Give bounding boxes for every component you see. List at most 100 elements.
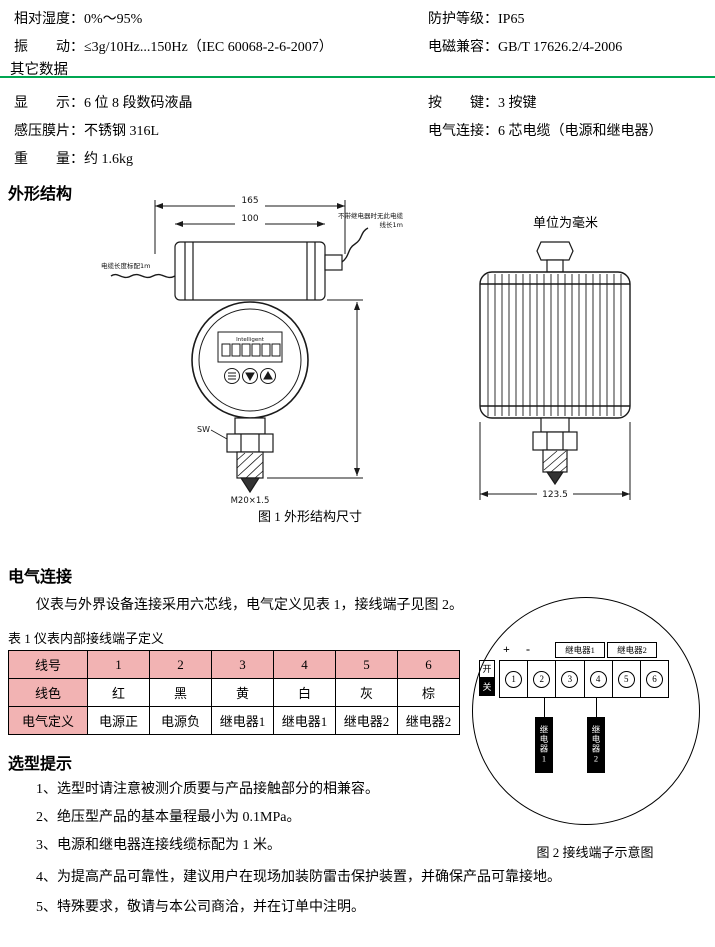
cell: 继电器2: [335, 706, 398, 735]
cell: 4: [273, 650, 336, 679]
spec-emc: 电磁兼容：GB/T 17626.2/4-2006: [428, 40, 623, 55]
front-housing: [174, 241, 343, 301]
spec-humidity: 相对湿度：0%～95%: [14, 12, 143, 27]
cell: 棕: [397, 678, 460, 707]
terminal-screw-6: 6: [645, 670, 663, 688]
cell: 电源正: [87, 706, 150, 735]
dim-sw-label: SW: [197, 425, 210, 434]
right-cable-note: 不带继电器时无此电缆: [338, 211, 404, 220]
cell: 6: [397, 650, 460, 679]
terminal-screw-3: 3: [561, 670, 579, 688]
front-display-head: [191, 301, 309, 419]
figure2-caption: 图 2 接线端子示意图: [536, 845, 654, 860]
cell: 灰: [335, 678, 398, 707]
terminal-screw-1: 1: [505, 670, 523, 688]
spec-weight: 重 量：约 1.6kg: [14, 152, 133, 167]
row-label: 线色: [8, 678, 88, 707]
cell: 1: [87, 650, 150, 679]
cell: 黄: [211, 678, 274, 707]
figure2-terminal-diagram: + - 继电器1 继电器2 开 关 1 2 3 4 5 6 继电器1 继电器2: [472, 597, 700, 825]
selection-item-5: 5、特殊要求，敬请与本公司商洽，并在订单中注明。: [36, 900, 365, 915]
power-switch: 开 关: [479, 660, 495, 696]
terminal-screw-2: 2: [533, 670, 551, 688]
relay2-wire: [596, 697, 597, 717]
side-body: [479, 271, 631, 419]
front-button-icons: [228, 370, 273, 382]
selection-item-3: 3、电源和继电器连接线缆标配为 1 米。: [36, 838, 281, 853]
side-top-gland: [536, 241, 574, 273]
relay2-header-box: 继电器2: [607, 642, 657, 658]
electrical-heading: 电气连接: [8, 569, 73, 586]
terminal-cell: 3: [556, 661, 585, 697]
spec-display: 显 示：6 位 8 段数码液晶: [14, 96, 193, 111]
front-process-connection: [226, 417, 274, 494]
terminal-strip: 1 2 3 4 5 6: [499, 660, 669, 698]
outline-heading: 外形结构: [8, 186, 73, 203]
relay2-block: 继电器2: [587, 717, 605, 773]
dim-width-total: 165: [241, 196, 258, 206]
terminal-minus-label: -: [526, 642, 530, 656]
relay1-header-box: 继电器1: [555, 642, 605, 658]
unit-note: 单位为毫米: [533, 215, 599, 230]
table1-caption: 表 1 仪表内部接线端子定义: [8, 631, 165, 646]
spec-vibration: 振 动：≤3g/10Hz...150Hz（IEC 60068-2-6-2007）: [14, 40, 333, 55]
front-view-drawing: 165 100 不带继电器时无此电缆 线长1m 电缆长度标配1m Intelli…: [101, 196, 404, 506]
relay1-block: 继电器1: [535, 717, 553, 773]
terminal-plus-label: +: [503, 642, 510, 656]
section-other-data-title: 其它数据: [10, 62, 68, 78]
terminal-cell: 2: [528, 661, 557, 697]
relay1-wire: [544, 697, 545, 717]
table-row-wire-color: 线色 红 黑 黄 白 灰 棕: [8, 678, 460, 707]
cell: 继电器1: [211, 706, 274, 735]
cell: 2: [149, 650, 212, 679]
green-divider: [0, 76, 715, 78]
spec-keys: 按 键：3 按键: [428, 96, 537, 111]
side-view-drawing: 123.5: [479, 241, 631, 500]
terminal-screw-4: 4: [589, 670, 607, 688]
dim-thread-label: M20×1.5: [231, 496, 270, 506]
spec-elec-conn: 电气连接：6 芯电缆（电源和继电器）: [428, 124, 663, 139]
cell: 白: [273, 678, 336, 707]
selection-item-4: 4、为提高产品可靠性，建议用户在现场加装防雷击保护装置，并确保产品可靠接地。: [36, 870, 561, 885]
figure1-caption: 图 1 外形结构尺寸: [257, 509, 362, 524]
switch-off-label: 关: [479, 678, 495, 696]
cell: 红: [87, 678, 150, 707]
electrical-intro: 仪表与外界设备连接采用六芯线，电气定义见表 1，接线端子见图 2。: [36, 598, 463, 613]
terminal-screw-5: 5: [617, 670, 635, 688]
table-row-wire-number: 线号 1 2 3 4 5 6: [8, 650, 460, 679]
right-cable-note-2: 线长1m: [380, 220, 403, 229]
terminal-cell: 5: [613, 661, 641, 697]
spec-protection: 防护等级：IP65: [428, 12, 525, 27]
side-dim-arrows: [480, 491, 630, 497]
left-cable-note: 电缆长度标配1m: [101, 261, 150, 270]
switch-on-label: 开: [479, 660, 495, 678]
left-cable: [110, 273, 176, 279]
spec-diaphragm: 感压膜片：不锈钢 316L: [14, 124, 160, 139]
terminal-cell: 4: [585, 661, 613, 697]
table-row-definition: 电气定义 电源正 电源负 继电器1 继电器1 继电器2 继电器2: [8, 706, 460, 735]
cell: 继电器2: [397, 706, 460, 735]
terminal-cell: 6: [641, 661, 668, 697]
cell: 继电器1: [273, 706, 336, 735]
terminal-definition-table: 线号 1 2 3 4 5 6 线色 红 黑 黄 白 灰 棕 电气定义 电源正 电…: [8, 650, 460, 735]
side-dim-lines: [479, 422, 631, 500]
dim-side-width: 123.5: [542, 490, 568, 500]
row-label: 电气定义: [8, 706, 88, 735]
dim-width-inner: 100: [241, 214, 258, 224]
terminal-cell: 1: [500, 661, 529, 697]
front-dim-arrows: [155, 203, 360, 476]
sw-leader-line: [210, 429, 228, 440]
selection-heading: 选型提示: [8, 756, 73, 773]
display-brand-text: Intelligent: [236, 337, 265, 343]
selection-item-1: 1、选型时请注意被测介质要与产品接触部分的相兼容。: [36, 782, 379, 797]
row-label: 线号: [8, 650, 88, 679]
cell: 电源负: [149, 706, 212, 735]
cell: 5: [335, 650, 398, 679]
side-body-fins: [487, 274, 622, 416]
right-cable: [341, 227, 369, 263]
front-dim-lines: [154, 200, 363, 479]
cell: 3: [211, 650, 274, 679]
side-process-connection: [532, 417, 578, 486]
cell: 黑: [149, 678, 212, 707]
selection-item-2: 2、绝压型产品的基本量程最小为 0.1MPa。: [36, 810, 301, 825]
